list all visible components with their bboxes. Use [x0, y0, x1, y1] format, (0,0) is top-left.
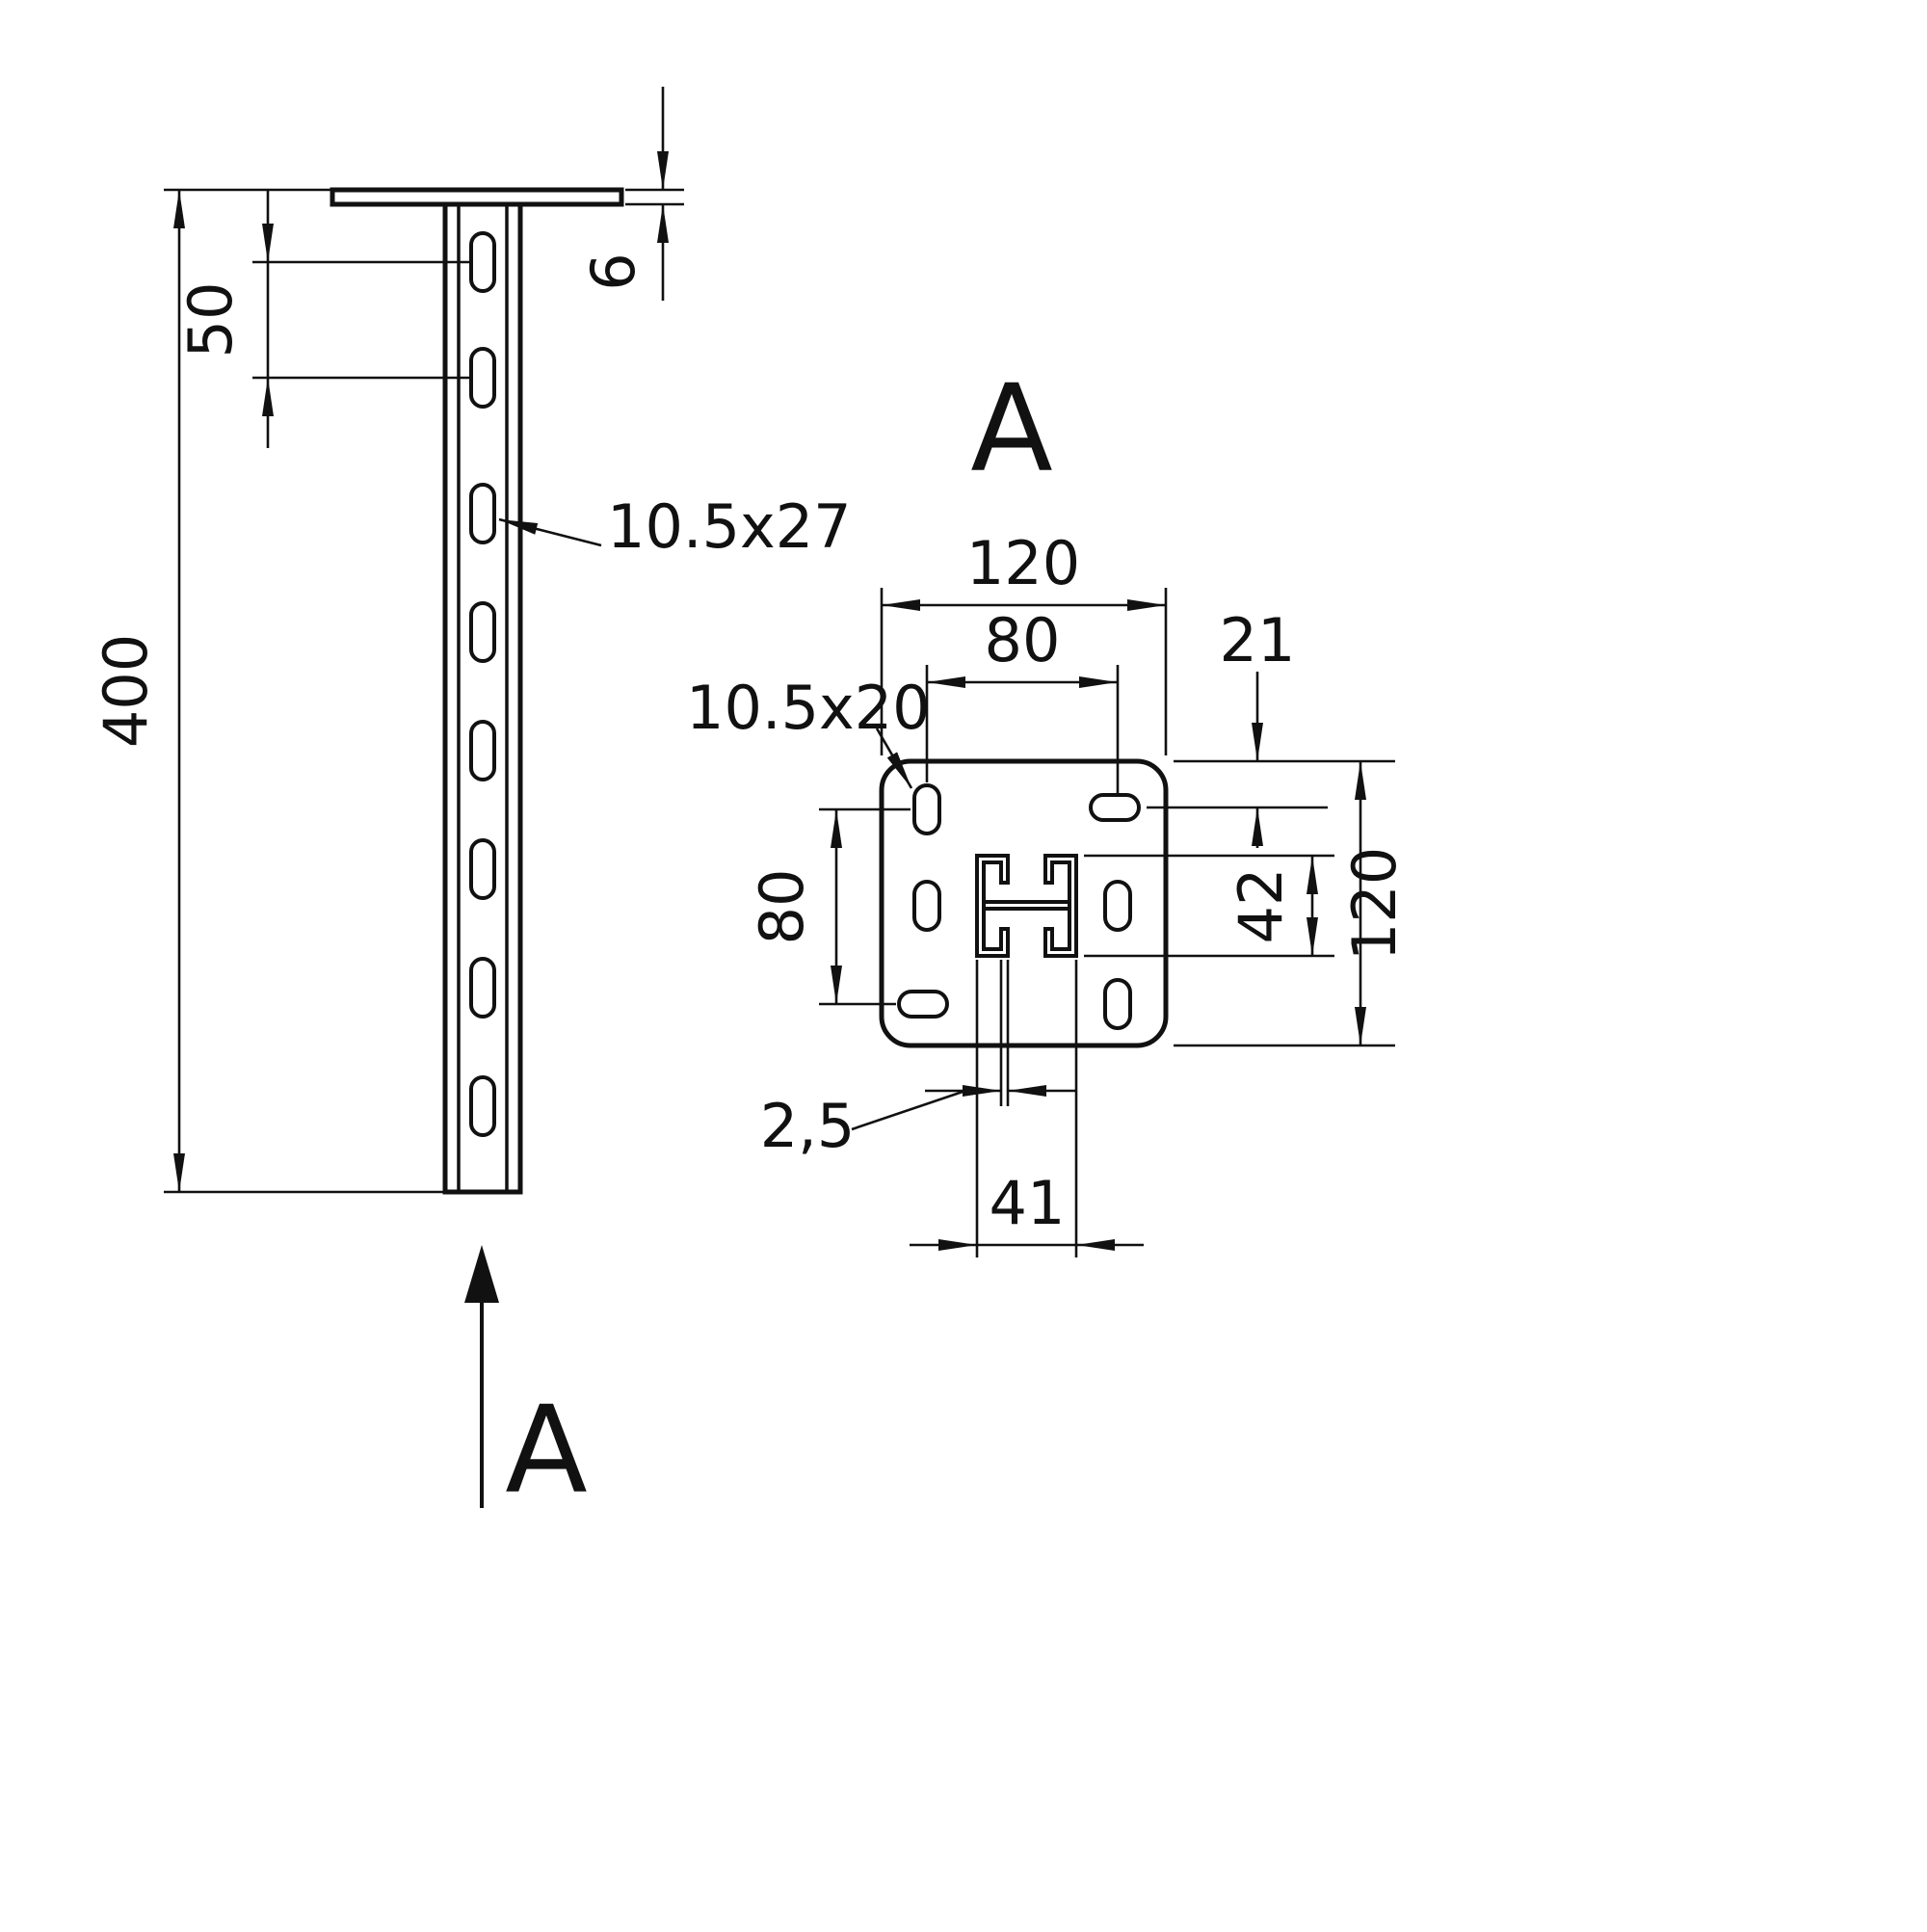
section-arrow: A — [464, 1245, 588, 1521]
dim-profile-height: 42 — [1084, 854, 1334, 958]
dim-plate-height: 120 — [1174, 761, 1410, 1047]
dim-slot-span-vertical-label: 80 — [747, 869, 817, 945]
dim-plate-width: 120 — [880, 528, 1168, 755]
section-view: A 120 80 — [686, 359, 1410, 1257]
dim-top-edge-offset: 21 — [1147, 605, 1395, 848]
dim-slot-span-vertical: 80 — [747, 807, 911, 1006]
plate-slot-top-right — [1089, 793, 1141, 822]
section-view-title: A — [970, 359, 1053, 499]
dim-total-height-label: 400 — [91, 634, 161, 748]
dim-plate-width-label: 120 — [966, 528, 1080, 598]
channel-slot-1 — [469, 231, 496, 293]
channel-slot-7 — [469, 957, 496, 1019]
dim-profile-width: 41 — [910, 960, 1144, 1257]
channel-slot-3 — [469, 483, 496, 544]
head-plate — [330, 187, 624, 207]
profile-web — [982, 900, 1071, 911]
plate-slot-top-left — [912, 783, 941, 835]
channel-slot-8 — [469, 1075, 496, 1137]
channel-slot-4 — [469, 601, 496, 663]
dim-material-thickness-label: 2,5 — [760, 1091, 856, 1161]
slot-size-section-label: 10.5x20 — [686, 673, 931, 743]
slot-size-front-label: 10.5x27 — [607, 491, 852, 562]
dim-plate-height-label: 120 — [1339, 847, 1410, 961]
dim-top-edge-offset-label: 21 — [1220, 605, 1296, 675]
callout-slot-size-section: 10.5x20 — [686, 673, 931, 789]
dim-total-height: 400 — [91, 188, 445, 1194]
dim-slot-span-horizontal: 80 — [925, 605, 1120, 794]
dim-slot-pitch-label: 50 — [175, 282, 246, 358]
dim-profile-height-label: 42 — [1226, 868, 1296, 944]
callout-slot-size-front: 10.5x27 — [498, 491, 852, 562]
channel-slot-2 — [469, 347, 496, 409]
plate-slot-bottom-right — [1103, 978, 1132, 1030]
channel-slot-5 — [469, 720, 496, 781]
dim-material-thickness: 2,5 — [760, 960, 1075, 1161]
dim-slot-pitch: 50 — [175, 191, 471, 448]
section-label: A — [505, 1381, 588, 1521]
front-view: 400 50 6 10.5x27 A — [91, 87, 852, 1521]
dim-profile-width-label: 41 — [990, 1168, 1066, 1238]
plate-slot-mid-left — [912, 880, 941, 932]
channel-slot-6 — [469, 838, 496, 900]
dim-plate-thickness: 6 — [578, 87, 684, 301]
dim-plate-thickness-label: 6 — [578, 252, 648, 290]
section-arrowhead — [464, 1245, 499, 1303]
plate-slot-mid-right — [1103, 880, 1132, 932]
dim-slot-span-horizontal-label: 80 — [985, 605, 1061, 675]
plate-slot-bottom-left — [897, 990, 949, 1019]
